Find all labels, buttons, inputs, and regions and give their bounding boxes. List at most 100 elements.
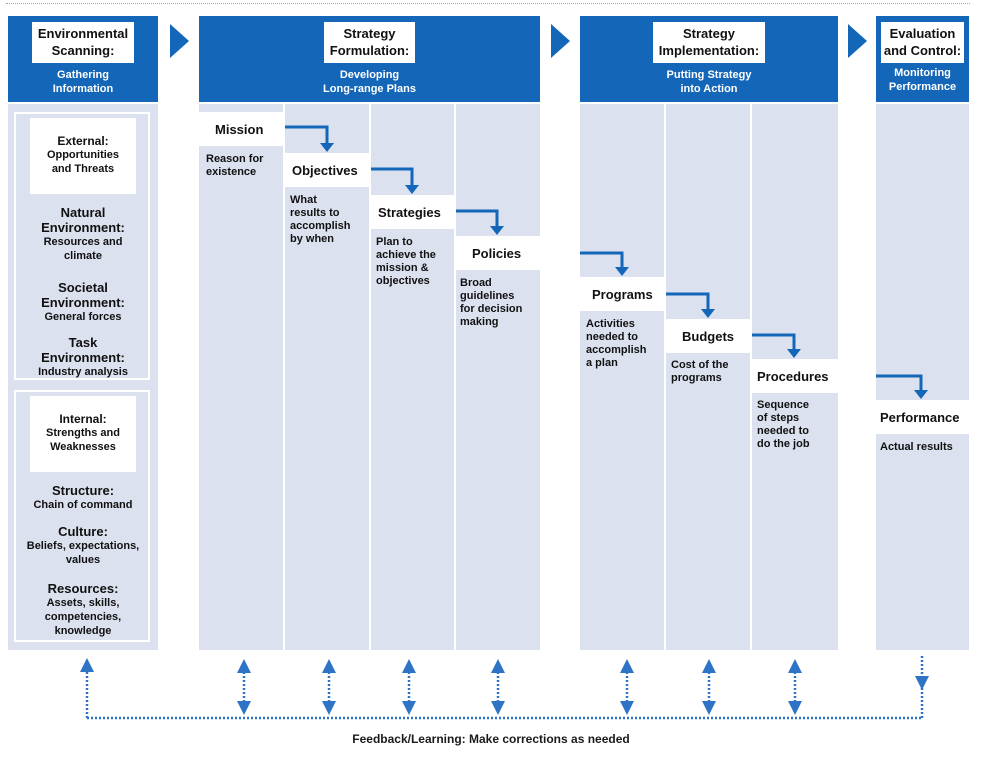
scan-item-sub: Beliefs, expectations, values xyxy=(26,540,140,566)
step-performance-desc: Actual results xyxy=(880,441,953,453)
scan-item-sub: Assets, skills, competencies, knowledge xyxy=(44,597,122,637)
header-subtitle: Monitoring Performance xyxy=(888,67,957,93)
objectives-column xyxy=(285,104,369,650)
step-objectives-desc: What results to accomplish by when xyxy=(290,194,351,245)
culture-item: Culture: Beliefs, expectations, values xyxy=(8,509,158,582)
scan-item-title: Natural Environment: xyxy=(41,205,125,235)
header-strategy-formulation: Strategy Formulation: Developing Long-ra… xyxy=(199,16,540,102)
step-procedures-desc: Sequence of steps needed to do the job xyxy=(757,399,810,450)
policies-column xyxy=(456,104,540,650)
double-arrow-icon xyxy=(402,659,416,673)
step-objectives: Objectives xyxy=(285,153,369,187)
mission-column xyxy=(199,104,283,650)
scan-item-title: Structure: xyxy=(51,483,115,498)
structure-item: Structure: Chain of command xyxy=(8,468,158,527)
natural-environment: Natural Environment: Resources and clima… xyxy=(8,190,158,278)
societal-environment: Societal Environment: General forces xyxy=(8,265,158,339)
double-arrow-icon xyxy=(620,659,634,673)
arrowhead-icon xyxy=(615,267,629,276)
step-connectors xyxy=(285,125,923,392)
step-mission: Mission xyxy=(199,112,285,146)
step-performance: Performance xyxy=(876,400,969,434)
top-dotted-rule xyxy=(6,3,970,4)
step-connector-arrow-icon xyxy=(666,292,710,311)
double-arrow-icon xyxy=(322,659,336,673)
double-arrow-icon xyxy=(237,701,251,715)
header-title: Strategy Formulation: xyxy=(323,22,416,63)
double-arrow-icon xyxy=(322,701,336,715)
arrowhead-icon xyxy=(320,143,334,152)
double-arrow-icon xyxy=(402,701,416,715)
up-arrow-icon xyxy=(80,658,94,672)
step-programs: Programs xyxy=(580,277,664,311)
double-arrow-icon xyxy=(620,701,634,715)
double-arrow-icon xyxy=(788,659,802,673)
feedback-arrowheads xyxy=(80,658,929,715)
step-budgets: Budgets xyxy=(666,319,750,353)
scan-item-sub: Industry analysis xyxy=(38,366,128,378)
double-arrow-icon xyxy=(491,701,505,715)
scan-item-title: Societal Environment: xyxy=(41,280,125,310)
flow-triangle-icon xyxy=(551,24,570,58)
header-subtitle: Gathering Information xyxy=(52,69,114,95)
step-arrowheads xyxy=(320,143,928,399)
scan-item-title: Resources: xyxy=(47,581,119,596)
scanning-column: External: Opportunities and Threats Natu… xyxy=(8,104,158,650)
header-title: Strategy Implementation: xyxy=(652,22,766,63)
step-connector-arrow-icon xyxy=(580,251,624,269)
header-title: Environmental Scanning: xyxy=(31,22,135,63)
step-mission-desc: Reason for existence xyxy=(206,153,264,178)
step-strategies-desc: Plan to achieve the mission & objectives xyxy=(376,236,436,287)
programs-column xyxy=(580,104,664,650)
double-arrow-icon xyxy=(702,659,716,673)
double-arrow-icon xyxy=(491,659,505,673)
step-connector-arrow-icon xyxy=(752,333,796,351)
double-arrow-icon xyxy=(702,701,716,715)
step-connector-arrow-icon xyxy=(876,374,923,392)
header-title: Evaluation and Control: xyxy=(880,22,965,63)
feedback-label: Feedback/Learning: Make corrections as n… xyxy=(352,732,630,746)
scan-item-sub: General forces xyxy=(44,311,122,323)
step-policies-desc: Broad guidelines for decision making xyxy=(460,277,523,328)
double-arrow-icon xyxy=(788,701,802,715)
budgets-column xyxy=(666,104,750,650)
arrowhead-icon xyxy=(405,185,419,194)
header-subtitle: Developing Long-range Plans xyxy=(323,69,416,95)
step-connector-arrow-icon xyxy=(371,167,414,187)
step-connector-arrow-icon xyxy=(456,209,499,228)
header-subtitle: Putting Strategy into Action xyxy=(666,69,752,95)
external-title: External: xyxy=(57,134,109,148)
arrowhead-icon xyxy=(787,349,801,358)
header-environmental-scanning: Environmental Scanning: Gathering Inform… xyxy=(8,16,158,102)
header-evaluation-control: Evaluation and Control: Monitoring Perfo… xyxy=(876,16,969,102)
resources-item: Resources: Assets, skills, competencies,… xyxy=(8,566,158,653)
step-connector-arrow-icon xyxy=(285,125,329,145)
flow-triangle-icon xyxy=(848,24,867,58)
header-strategy-implementation: Strategy Implementation: Putting Strateg… xyxy=(580,16,838,102)
flow-triangle-icon xyxy=(170,24,189,58)
internal-title: Internal: xyxy=(59,412,107,426)
arrowhead-icon xyxy=(914,390,928,399)
arrowhead-icon xyxy=(701,309,715,318)
task-environment: Task Environment: Industry analysis xyxy=(8,320,158,394)
internal-subtitle: Strengths and Weaknesses xyxy=(46,427,120,453)
internal-label: Internal: Strengths and Weaknesses xyxy=(30,396,136,472)
external-box xyxy=(14,112,150,380)
feedback-loop xyxy=(85,656,924,720)
scan-item-sub: Chain of command xyxy=(33,499,133,511)
step-policies: Policies xyxy=(456,236,540,270)
scan-item-sub: Resources and climate xyxy=(43,236,123,262)
step-programs-desc: Activities needed to accomplish a plan xyxy=(586,318,647,369)
scan-item-title: Task Environment: xyxy=(41,335,125,365)
internal-box xyxy=(14,390,150,642)
step-strategies: Strategies xyxy=(371,195,454,229)
scan-item-title: Culture: xyxy=(58,524,108,539)
step-procedures: Procedures xyxy=(752,359,838,393)
step-budgets-desc: Cost of the programs xyxy=(671,359,729,384)
arrowhead-icon xyxy=(490,226,504,235)
external-subtitle: Opportunities and Threats xyxy=(46,149,120,175)
double-arrow-icon xyxy=(237,659,251,673)
external-label: External: Opportunities and Threats xyxy=(30,118,136,194)
down-arrow-icon xyxy=(915,676,929,690)
